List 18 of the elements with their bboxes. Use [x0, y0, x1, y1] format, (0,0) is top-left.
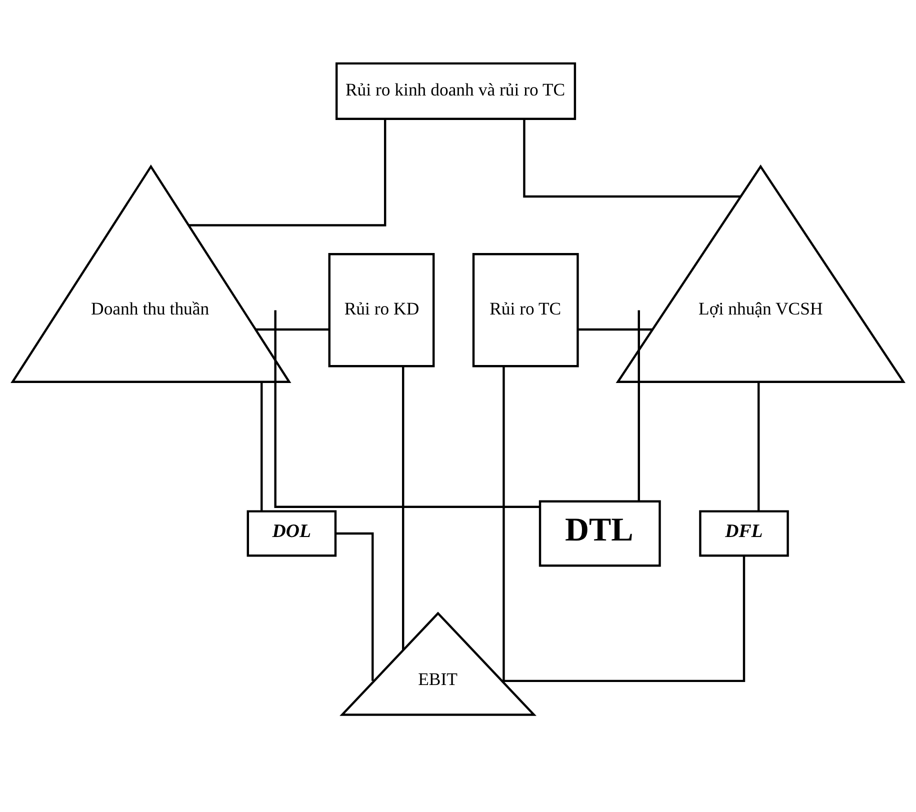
connector: [578, 328, 652, 331]
connector: [523, 119, 740, 198]
node-box: Rủi ro kinh doanh và rủi ro TC: [335, 62, 576, 120]
connector: [502, 556, 746, 682]
node-box: Rủi ro TC: [472, 253, 579, 368]
node-box: DOL: [246, 510, 337, 557]
connector: [336, 532, 374, 681]
connector: [758, 382, 760, 512]
node-box: DFL: [699, 510, 789, 557]
connector: [402, 366, 404, 650]
connector: [638, 310, 640, 501]
connector: [189, 118, 386, 226]
node-box: DTL: [538, 500, 661, 567]
connector: [260, 382, 263, 511]
connector: [274, 310, 540, 508]
connector: [502, 366, 505, 681]
connector: [256, 328, 330, 331]
node-box: Rủi ro KD: [328, 253, 435, 368]
